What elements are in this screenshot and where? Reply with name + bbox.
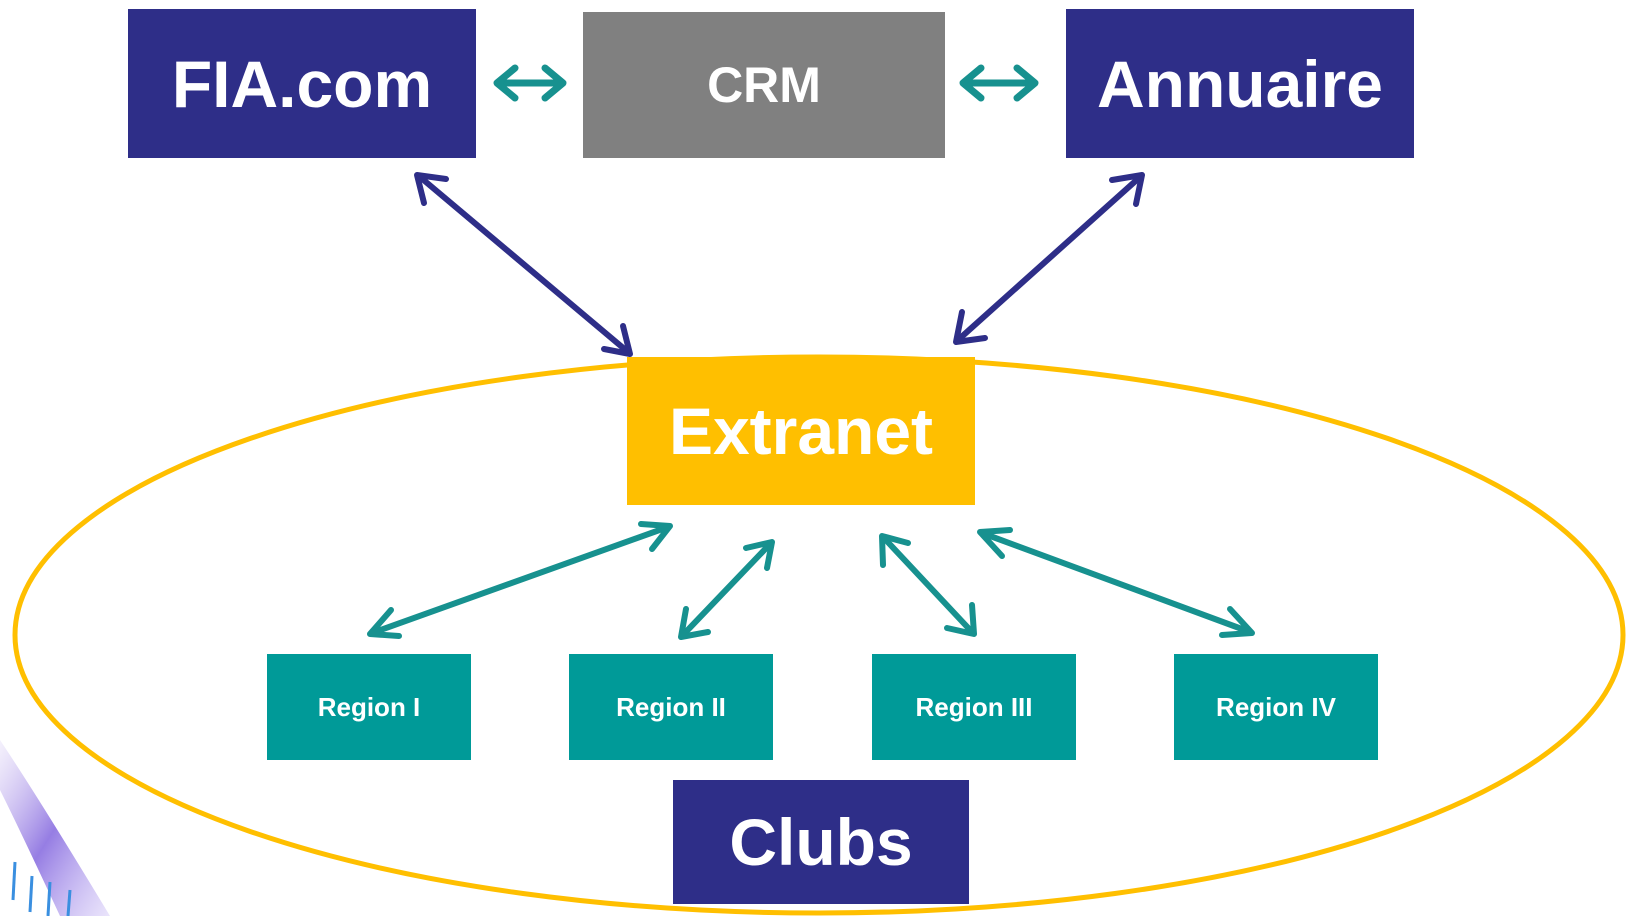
region-3-node: Region III (872, 654, 1076, 760)
region-4-node: Region IV (1174, 654, 1378, 760)
clubs-node: Clubs (673, 780, 969, 904)
extranet-region-3-arrow (879, 533, 977, 637)
region-4-label: Region IV (1216, 691, 1336, 722)
extranet-label: Extranet (668, 394, 934, 468)
extranet-region-1-arrow (367, 521, 673, 639)
fia-extranet-arrow (414, 172, 633, 357)
fia-crm-arrow (493, 64, 567, 102)
decorative-lines (11, 861, 72, 916)
region-1-node: Region I (267, 654, 471, 760)
annuaire-label: Annuaire (1096, 46, 1384, 121)
annuaire-node: Annuaire (1066, 9, 1414, 158)
fia-node: FIA.com (128, 9, 476, 158)
region-3-label: Region III (915, 691, 1033, 722)
decorative-swoosh (0, 740, 110, 916)
region-2-node: Region II (569, 654, 773, 760)
extranet-region-2-arrow (678, 539, 775, 640)
crm-node: CRM (583, 12, 945, 158)
extranet-node: Extranet (627, 357, 975, 505)
extranet-region-4-arrow (977, 527, 1255, 638)
fia-label: FIA.com (171, 46, 433, 121)
crm-label: CRM (707, 57, 821, 113)
region-2-label: Region II (616, 691, 726, 722)
crm-annuaire-arrow (959, 64, 1039, 102)
region-1-label: Region I (317, 691, 421, 722)
annuaire-extranet-arrow (953, 172, 1145, 345)
clubs-label: Clubs (729, 805, 913, 879)
